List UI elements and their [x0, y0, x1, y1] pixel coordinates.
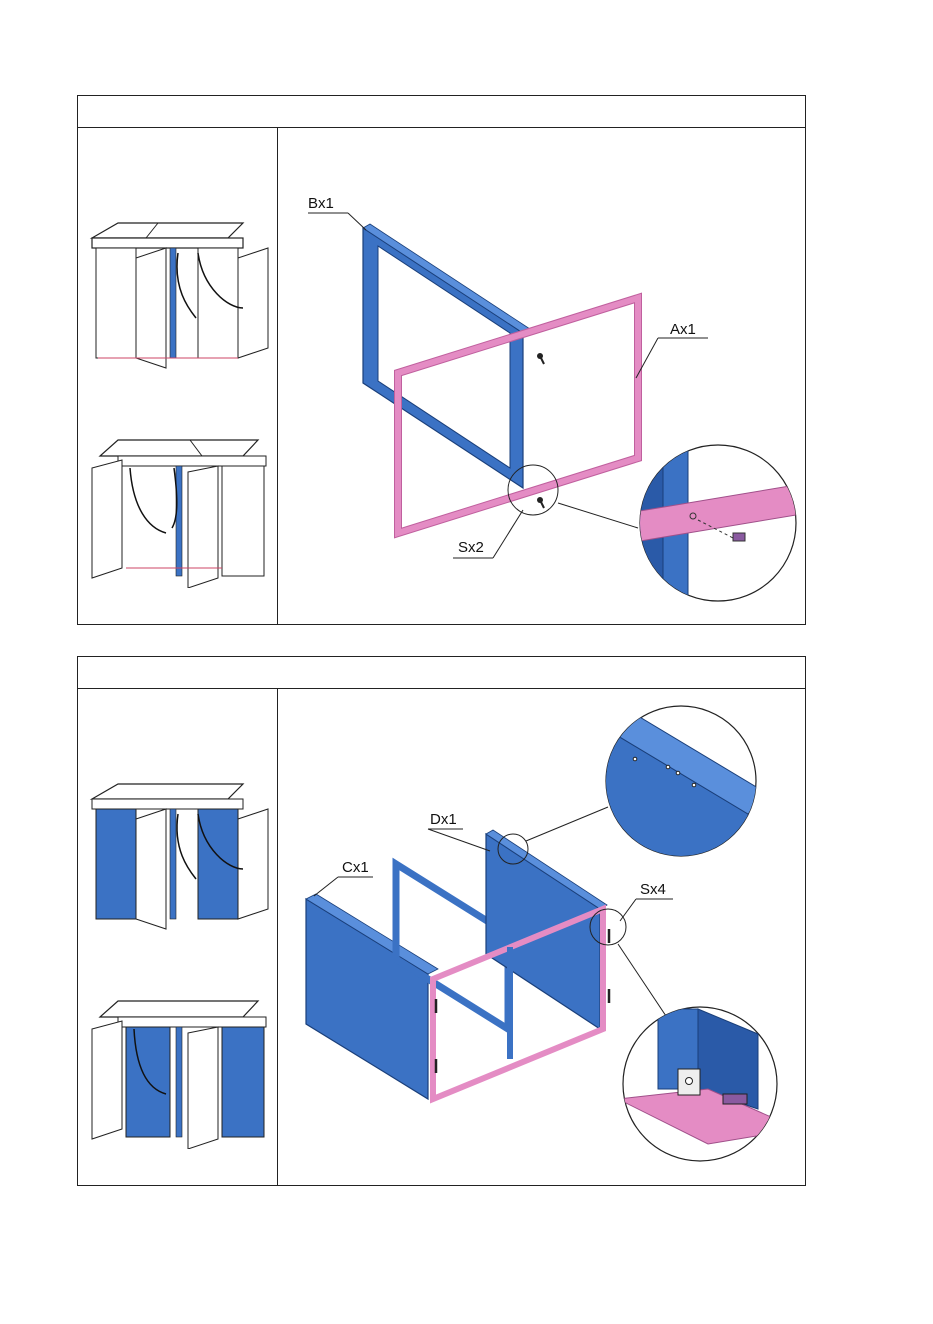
thumb-bin-shed-alt-icon — [78, 428, 278, 588]
step-1-assembly-drawing: Bx1 Ax1 Sx2 — [278, 128, 805, 624]
step-2-assembly-drawing: Cx1 Dx1 Sx4 — [278, 689, 805, 1185]
label-part-c: Cx1 — [342, 859, 369, 876]
label-screws: Sx4 — [640, 881, 666, 898]
label-part-a: Ax1 — [670, 321, 696, 338]
thumb-bin-shed-sides-alt-icon — [78, 989, 278, 1149]
step-1-header — [78, 96, 805, 128]
part-c-panel-icon — [306, 894, 438, 1099]
label-screws: Sx2 — [458, 539, 484, 556]
thumb-bin-shed-front-icon — [78, 218, 278, 378]
label-part-d: Dx1 — [430, 811, 457, 828]
step-2-header — [78, 657, 805, 689]
step-1-thumbnails — [78, 128, 278, 624]
step-1-panel: Bx1 Ax1 Sx2 — [77, 95, 806, 625]
detail-zoom-top-icon — [598, 704, 768, 889]
step-2-thumbnails — [78, 689, 278, 1185]
detail-zoom-icon — [628, 433, 805, 608]
thumb-bin-shed-sides-front-icon — [78, 779, 278, 939]
step-2-panel: Cx1 Dx1 Sx4 — [77, 656, 806, 1186]
label-part-b: Bx1 — [308, 195, 334, 212]
detail-zoom-bottom-icon — [618, 1007, 798, 1161]
